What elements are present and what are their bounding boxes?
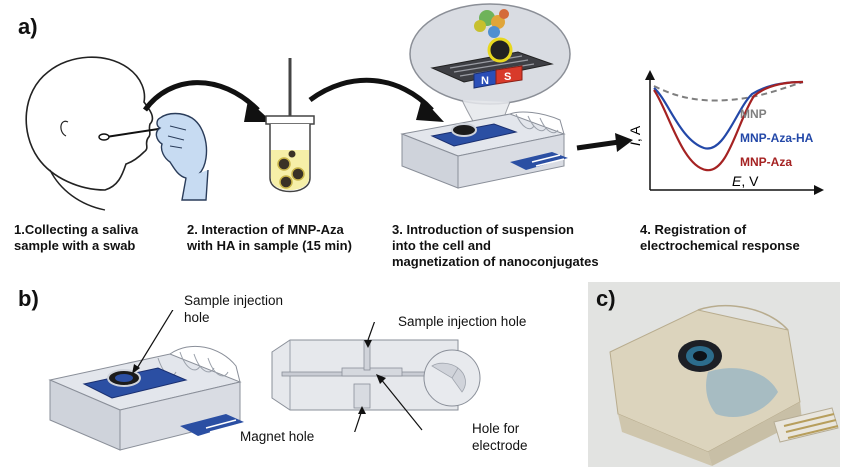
cell-3d-view <box>48 310 244 451</box>
device-photo-illustration <box>588 282 840 467</box>
device-photo <box>588 282 840 467</box>
electrode-connector <box>180 414 244 436</box>
gold-nanoparticle <box>487 37 513 63</box>
callout-line-injection-right <box>367 322 376 341</box>
gloved-hand <box>155 112 208 179</box>
flow-arrow-3 <box>576 133 633 152</box>
legend-mnp-aza-ha: MNP-Aza-HA <box>740 131 814 145</box>
curve-mnp <box>653 81 804 102</box>
legend-mnp-aza: MNP-Aza <box>740 155 792 169</box>
nanoparticle <box>291 167 305 181</box>
panel-a-label: a) <box>18 14 38 39</box>
callout-line-electrode <box>379 377 423 431</box>
voltammogram-plot: I, A E, V MNP MNP-Aza-HA MNP-Aza <box>628 70 824 195</box>
electrochemical-cell <box>400 111 568 189</box>
nanoparticle <box>288 150 296 158</box>
panel-c-label: c) <box>596 286 616 311</box>
legend-mnp: MNP <box>740 107 767 121</box>
cell-side-view <box>271 322 481 432</box>
label-magnet-hole: Magnet hole <box>240 429 315 444</box>
swab-tip <box>98 133 110 141</box>
head-silhouette <box>25 56 154 191</box>
flow-arrow-1 <box>142 80 272 122</box>
magnet-s-label: S <box>504 71 511 83</box>
callout-line-injection-left <box>135 310 174 371</box>
y-axis-label: I, A <box>628 125 643 146</box>
saliva-collection-illustration <box>25 56 209 211</box>
curve-mnp-aza <box>653 80 804 172</box>
nanoparticle <box>277 157 291 171</box>
nanoparticle <box>279 175 293 189</box>
panel-b-label: b) <box>18 286 39 311</box>
magnet-n-label: N <box>481 75 489 87</box>
cell-with-magnet-illustration: N S <box>400 3 571 189</box>
magnet-south <box>495 65 523 85</box>
photo-blue-stain <box>706 368 778 418</box>
electrode-plate <box>430 51 554 83</box>
label-sample-injection-hole-right: Sample injection hole <box>398 314 527 329</box>
callout-line-magnet <box>354 409 363 432</box>
x-axis-label: E, V <box>732 173 759 189</box>
neck-line <box>49 169 106 211</box>
flow-arrow-2 <box>308 77 444 122</box>
magnet-hole-shape <box>353 383 371 409</box>
test-tube-illustration <box>265 58 315 193</box>
protein-structure <box>474 9 509 38</box>
ear-line <box>60 120 69 137</box>
